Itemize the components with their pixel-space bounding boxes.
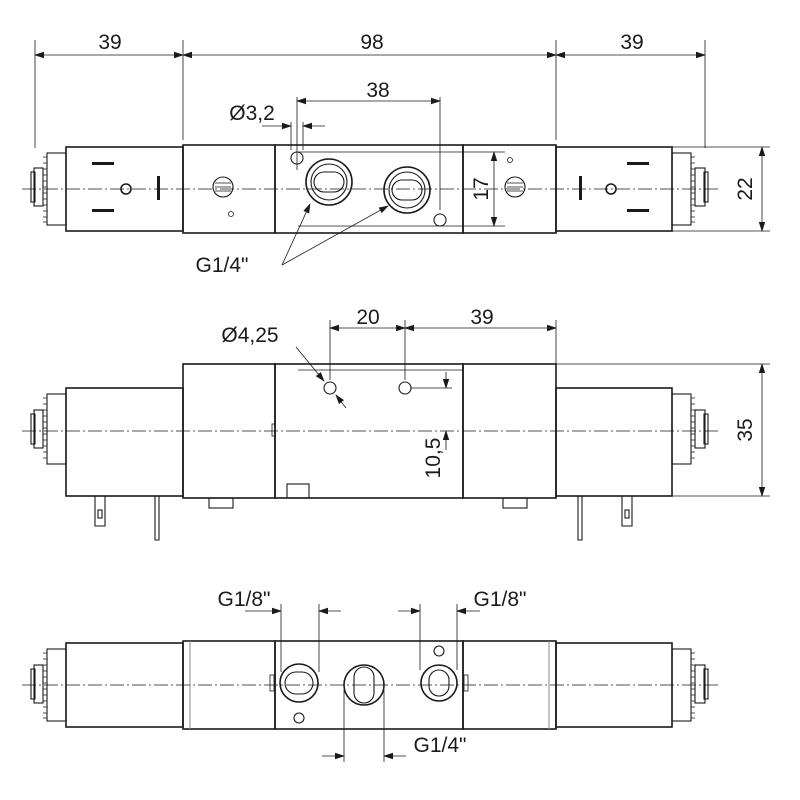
overall-length-dimensions: 39 98 39 <box>34 31 706 148</box>
dim-hole-spacing: 38 <box>366 79 389 102</box>
hole-dimensions: 38 Ø3,2 <box>229 79 441 210</box>
dim-mount-spacing: 20 <box>356 306 379 329</box>
port-center-dimension: G1/4" <box>322 690 466 762</box>
dim-top-height: 22 <box>734 177 757 200</box>
valve-body-side <box>30 363 709 541</box>
top-height-dimension: 22 <box>672 146 770 232</box>
bottom-view: G1/8" G1/8" G1/4" <box>22 588 718 762</box>
dim-right-length: 39 <box>620 31 643 54</box>
side-height-dimension: 35 <box>556 363 770 497</box>
dim-middle-length: 98 <box>360 31 383 54</box>
dim-hole-diameter: Ø3,2 <box>229 102 275 125</box>
dim-mount-offset: 39 <box>470 306 493 329</box>
side-view: 20 39 Ø4,25 10,5 35 <box>22 306 770 541</box>
port-label-g18-right: G1/8" <box>474 588 527 611</box>
port-label-g14-top: G1/4" <box>196 254 249 277</box>
inner-height-dimension: 17 <box>463 151 505 227</box>
mount-spacing-dimensions: 20 39 <box>329 306 557 380</box>
dim-inner-height: 17 <box>470 177 493 200</box>
dim-side-height: 35 <box>734 418 757 441</box>
port-left-dimension: G1/8" <box>218 588 341 672</box>
dim-mount-hole-diameter: Ø4,25 <box>221 324 278 347</box>
mount-hole-leader: Ø4,25 <box>221 324 347 409</box>
port-right-dimension: G1/8" <box>398 588 526 670</box>
port-label-g14-bottom: G1/4" <box>414 734 467 757</box>
port-label-g18-left: G1/8" <box>218 588 271 611</box>
dim-left-length: 39 <box>98 31 121 54</box>
top-view: 39 98 39 <box>22 31 770 277</box>
mount-height-dimension: 10,5 <box>411 372 452 478</box>
port-leader: G1/4" <box>196 203 389 277</box>
dim-mount-height: 10,5 <box>422 438 445 479</box>
